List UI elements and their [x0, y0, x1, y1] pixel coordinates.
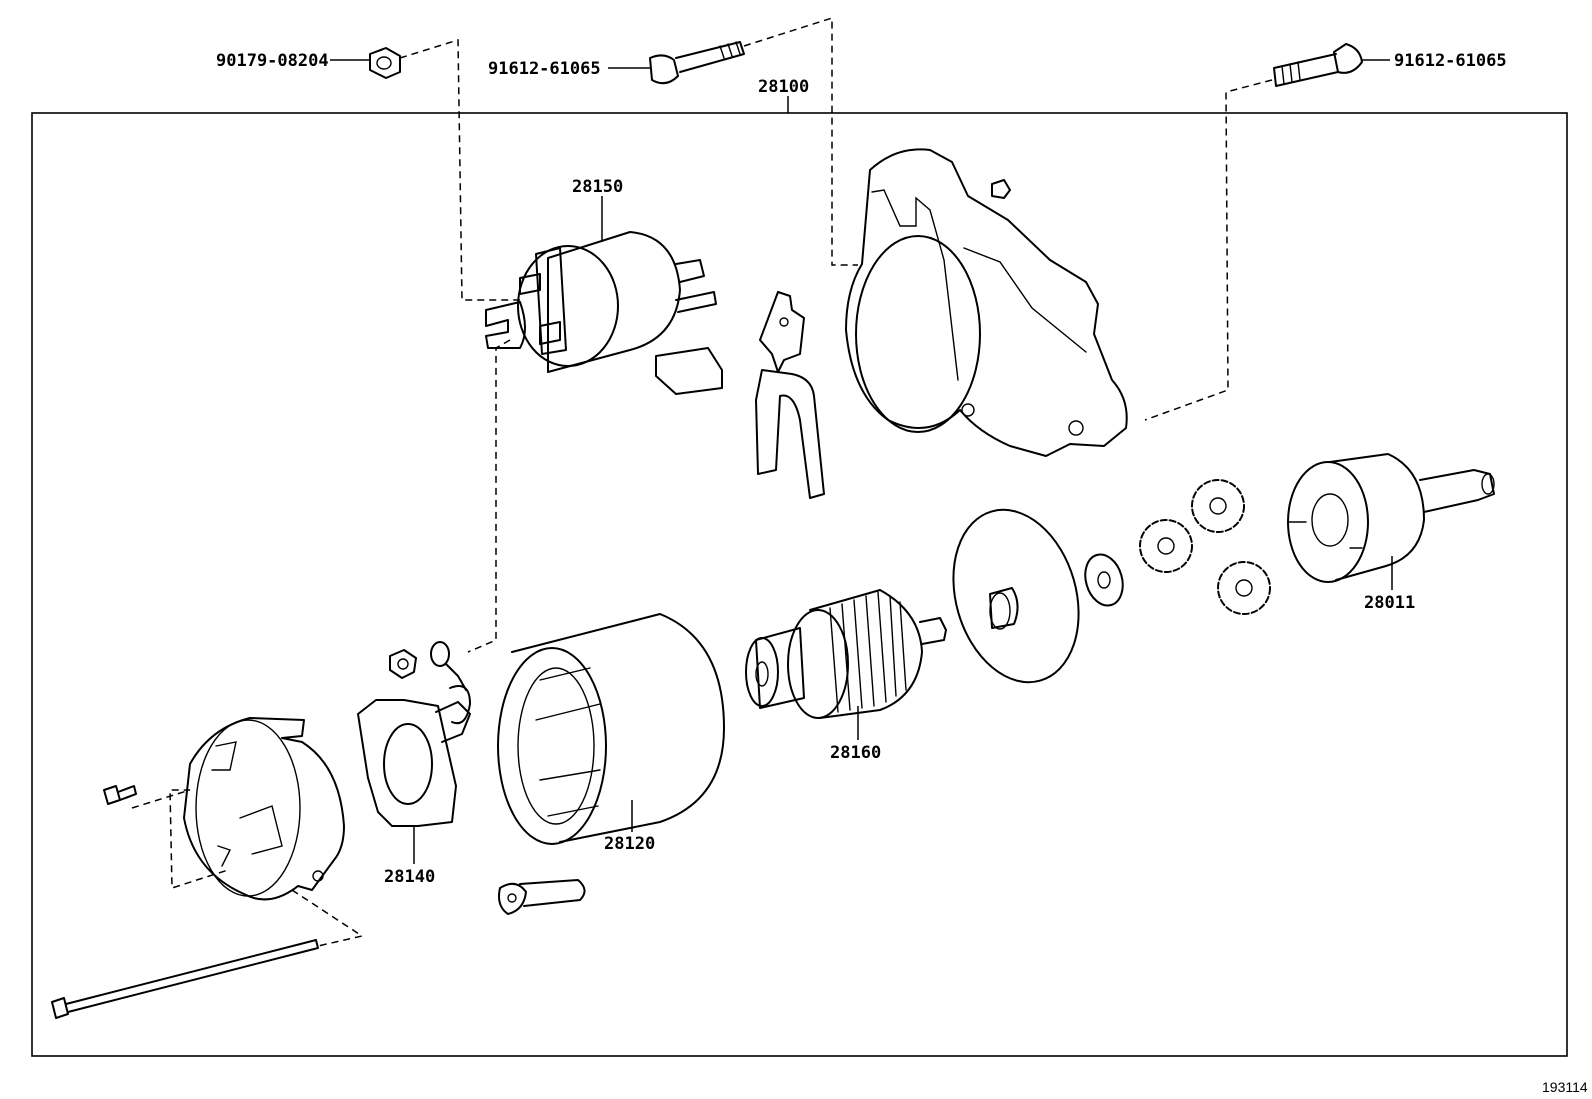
label-28120: 28120: [604, 834, 655, 854]
starter-clutch-28011: [1287, 453, 1495, 583]
dash-screw-left: [131, 789, 229, 890]
nut-90179-08204: [369, 47, 401, 79]
planet-gear-3: [1217, 561, 1271, 615]
shift-lever: [755, 291, 825, 499]
commutator-end-cover: [183, 717, 345, 901]
dash-solenoid-lower: [467, 339, 511, 653]
small-nut: [389, 649, 417, 679]
bolt-right-91612-61065: [1273, 43, 1363, 87]
label-91612-61065-right: 91612-61065: [1394, 51, 1507, 71]
label-90179-08204: 90179-08204: [216, 51, 329, 71]
planet-gear-1: [1139, 519, 1193, 573]
dash-bolt-right: [1144, 79, 1273, 421]
armature-28160: [745, 589, 947, 719]
label-28150: 28150: [572, 177, 623, 197]
dash-bolt-top: [743, 16, 858, 266]
starter-housing-28100: [845, 148, 1128, 457]
planet-gear-2: [1191, 479, 1245, 533]
label-91612-61065-top: 91612-61065: [488, 59, 601, 79]
dash-throughbolt: [291, 889, 364, 947]
label-28160: 28160: [830, 743, 881, 763]
solenoid-28150: [485, 231, 717, 373]
yoke-28120: [497, 613, 725, 845]
small-screw: [103, 785, 137, 805]
figure-number: 193114: [1542, 1079, 1588, 1095]
label-28011: 28011: [1364, 593, 1415, 613]
diagram-frame: [31, 112, 1568, 1057]
dash-nut: [399, 38, 520, 301]
bolt-top-91612-61065: [649, 41, 745, 85]
brush-holder-28140: [357, 685, 471, 827]
grommet: [498, 879, 586, 915]
terminal-clip: [430, 641, 467, 691]
label-28100: 28100: [758, 77, 809, 97]
internal-gear-plate: [952, 508, 1080, 684]
through-bolt: [51, 939, 319, 1019]
washer: [1084, 553, 1124, 607]
solenoid-cover: [655, 347, 723, 395]
label-28140: 28140: [384, 867, 435, 887]
